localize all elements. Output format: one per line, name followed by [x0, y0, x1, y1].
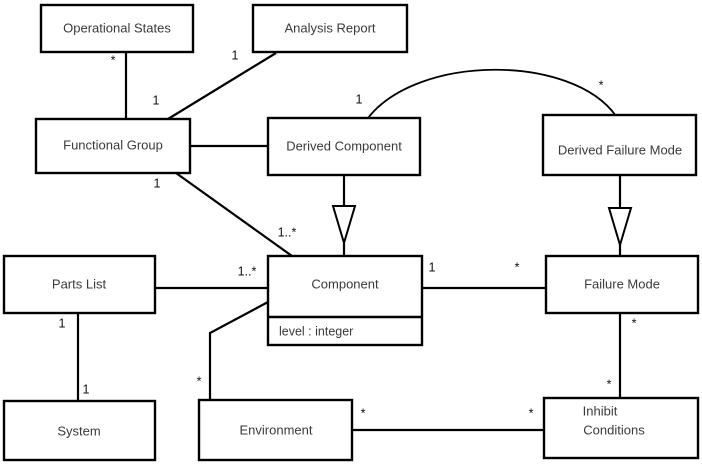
class-box[interactable]: [266, 254, 424, 347]
class-box[interactable]: [39, 3, 195, 54]
class-name-label: System: [57, 423, 100, 438]
class-parts-list[interactable]: Parts List: [2, 254, 157, 315]
multiplicity-label: *: [632, 316, 637, 330]
generalization-triangle-derived-failure-mode: [607, 207, 633, 249]
class-name-label: Component: [311, 276, 379, 291]
class-component[interactable]: Component level : integer: [266, 254, 424, 347]
class-box[interactable]: [197, 398, 354, 462]
class-box[interactable]: [2, 399, 157, 462]
class-name-label: Derived Component: [286, 138, 402, 153]
class-name-label: Functional Group: [63, 137, 163, 152]
multiplicity-label: *: [515, 260, 520, 274]
class-name-label-line1: Inhibit: [583, 403, 618, 418]
class-name-label: Environment: [240, 422, 313, 437]
class-box[interactable]: [544, 254, 700, 315]
class-derived-failure-mode[interactable]: Derived Failure Mode: [541, 113, 698, 177]
class-name-label: Operational States: [63, 20, 171, 35]
multiplicity-label: 1: [429, 260, 436, 274]
association-derived-component-derived-failure-mode: [367, 68, 617, 119]
association-functional-group-component: [175, 172, 293, 257]
multiplicity-label: 1: [232, 48, 239, 62]
class-box[interactable]: [541, 113, 698, 177]
class-name-label: Failure Mode: [584, 276, 660, 291]
class-box[interactable]: [251, 3, 409, 54]
classes-layer: Operational States Analysis Report Funct…: [2, 3, 700, 462]
multiplicity-label: *: [607, 377, 612, 391]
multiplicity-label: 1: [356, 92, 363, 106]
generalizations-layer: [331, 175, 633, 256]
multiplicity-label: *: [529, 406, 534, 420]
class-attribute-label: level : integer: [279, 324, 353, 338]
class-name-label: Derived Failure Mode: [558, 142, 682, 157]
class-inhibit-conditions[interactable]: Inhibit Conditions: [542, 396, 700, 460]
class-failure-mode[interactable]: Failure Mode: [544, 254, 700, 315]
class-analysis-report[interactable]: Analysis Report: [251, 3, 409, 54]
multiplicity-label: *: [599, 78, 604, 92]
class-environment[interactable]: Environment: [197, 398, 354, 462]
class-system[interactable]: System: [2, 399, 157, 462]
association-analysis-report-functional-group: [167, 52, 277, 120]
multiplicity-label: 1..*: [238, 264, 257, 278]
class-name-label-line2: Conditions: [583, 422, 645, 437]
multiplicity-label: *: [361, 406, 366, 420]
associations-layer: * 1 1 1 * 1 1..* 1 1..* 1 1 1: [59, 48, 637, 432]
multiplicity-label: *: [197, 374, 202, 388]
multiplicity-label: 1: [59, 316, 66, 330]
multiplicity-label: 1: [153, 93, 160, 107]
class-operational-states[interactable]: Operational States: [39, 3, 195, 54]
class-derived-component[interactable]: Derived Component: [266, 116, 422, 177]
multiplicity-label: 1..*: [278, 225, 297, 239]
class-box[interactable]: [266, 116, 422, 177]
class-box[interactable]: [2, 254, 157, 315]
class-box[interactable]: [34, 117, 192, 175]
class-name-label: Parts List: [52, 276, 107, 291]
multiplicity-label: 1: [154, 176, 161, 190]
class-name-label: Analysis Report: [284, 20, 375, 35]
association-component-environment: [208, 301, 269, 400]
generalization-triangle-derived-component: [331, 205, 357, 247]
class-functional-group[interactable]: Functional Group: [34, 117, 192, 175]
multiplicity-label: 1: [83, 382, 90, 396]
multiplicity-label: *: [111, 53, 116, 67]
class-box[interactable]: [542, 396, 700, 460]
